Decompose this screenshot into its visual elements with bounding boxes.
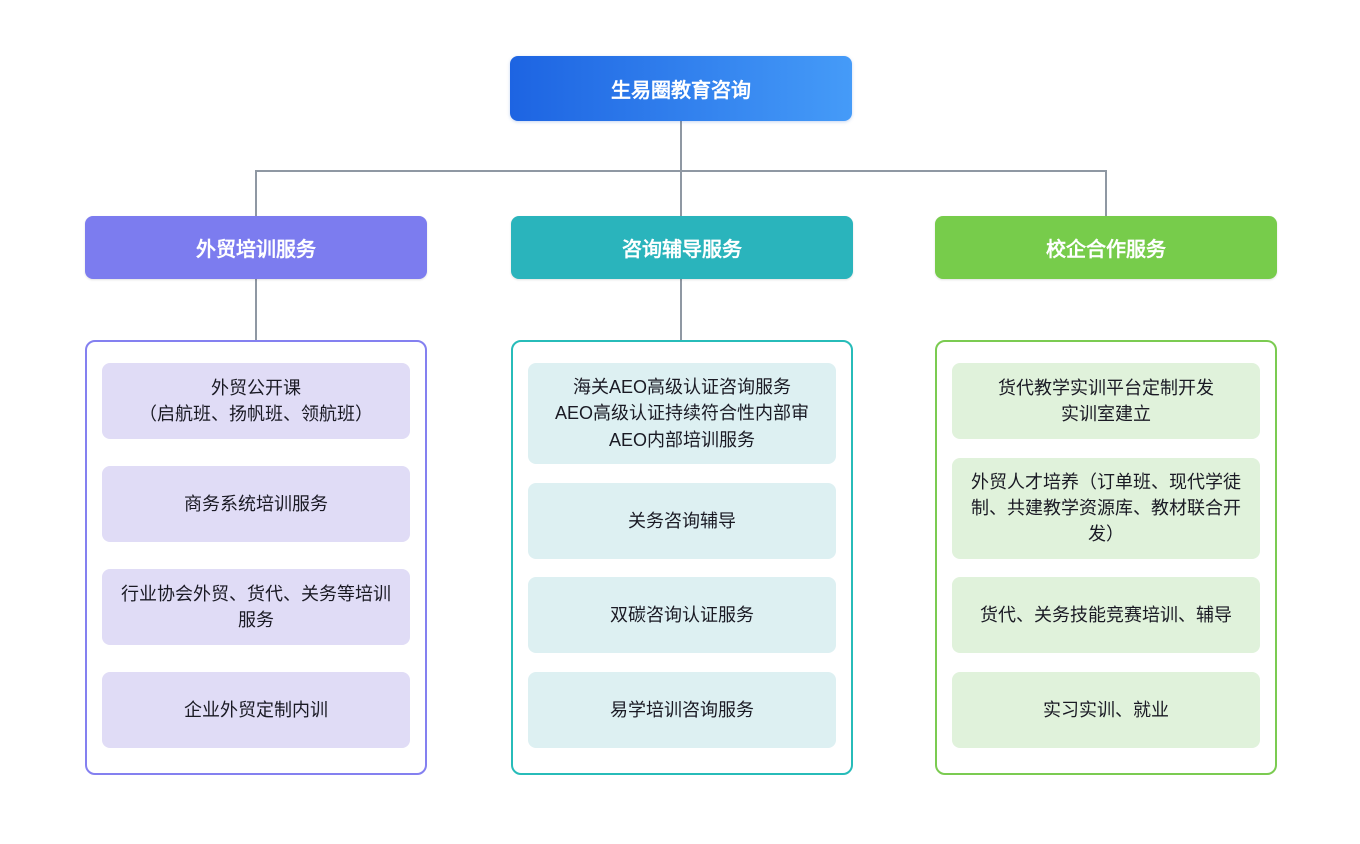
connector-branch1-drop [255, 170, 257, 217]
connector-branch2-container [680, 279, 682, 340]
connector-branch1-container [255, 279, 257, 340]
branch-container-foreign-trade-training: 外贸公开课 （启航班、扬帆班、领航班） 商务系统培训服务 行业协会外贸、货代、关… [85, 340, 427, 775]
tree-item: 易学培训咨询服务 [528, 671, 836, 748]
branch-header-label: 校企合作服务 [1046, 239, 1166, 261]
branch-container-school-enterprise: 货代教学实训平台定制开发 实训室建立 外贸人才培养（订单班、现代学徒制、共建教学… [935, 340, 1277, 775]
branch-header-school-enterprise: 校企合作服务 [935, 216, 1277, 279]
tree-item: 双碳咨询认证服务 [528, 577, 836, 654]
tree-item: 行业协会外贸、货代、关务等培训服务 [102, 569, 410, 645]
tree-item: 外贸公开课 （启航班、扬帆班、领航班） [102, 363, 410, 439]
tree-item: 海关AEO高级认证咨询服务 AEO高级认证持续符合性内部审 AEO内部培训服务 [528, 363, 836, 464]
connector-root-down [680, 121, 682, 170]
root-node: 生易圈教育咨询 [510, 56, 852, 121]
tree-item: 企业外贸定制内训 [102, 672, 410, 748]
tree-item: 关务咨询辅导 [528, 482, 836, 559]
branch-container-consulting-coaching: 海关AEO高级认证咨询服务 AEO高级认证持续符合性内部审 AEO内部培训服务 … [511, 340, 853, 775]
branch-header-foreign-trade-training: 外贸培训服务 [85, 216, 427, 279]
tree-item: 外贸人才培养（订单班、现代学徒制、共建教学资源库、教材联合开发） [952, 457, 1260, 559]
tree-item: 货代、关务技能竞赛培训、辅导 [952, 577, 1260, 654]
tree-item: 货代教学实训平台定制开发 实训室建立 [952, 363, 1260, 439]
branch-header-label: 咨询辅导服务 [622, 239, 742, 261]
connector-branch3-drop [1105, 170, 1107, 217]
branch-header-consulting-coaching: 咨询辅导服务 [511, 216, 853, 279]
tree-item: 商务系统培训服务 [102, 466, 410, 542]
root-node-label: 生易圈教育咨询 [611, 80, 751, 102]
tree-item: 实习实训、就业 [952, 671, 1260, 748]
connector-branch2-drop [680, 170, 682, 217]
branch-header-label: 外贸培训服务 [196, 239, 316, 261]
